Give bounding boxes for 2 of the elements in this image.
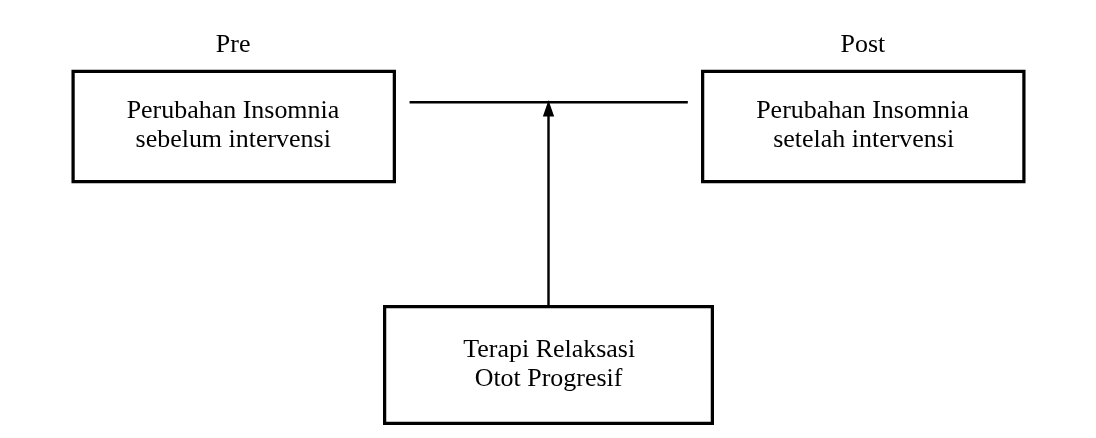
- node-label: Post: [840, 28, 885, 58]
- node-label: Pre: [215, 28, 250, 58]
